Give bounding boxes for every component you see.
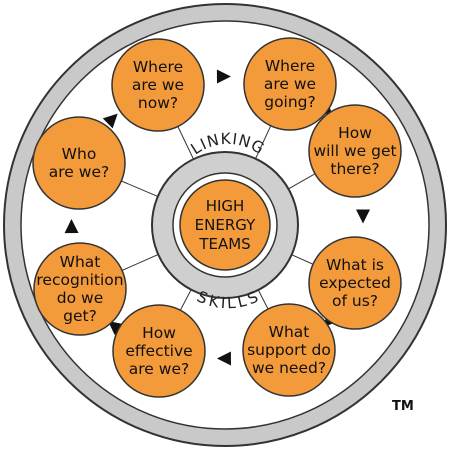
node-text-line: effective xyxy=(125,342,192,360)
flow-arrow-3 xyxy=(355,209,370,224)
node-text-line: How xyxy=(338,124,372,142)
flow-arrow-6 xyxy=(108,321,124,336)
node-circle xyxy=(111,38,205,132)
node-text-line: do we xyxy=(57,289,103,307)
node-circle xyxy=(33,242,127,336)
flow-arrow-5 xyxy=(216,351,231,366)
flow-arrow-1 xyxy=(216,69,231,84)
node-circle xyxy=(112,304,206,398)
node-text-line: there? xyxy=(330,160,379,178)
node-text-line: now? xyxy=(138,94,178,112)
node-text-line: are we xyxy=(132,76,184,94)
flow-arrow-8 xyxy=(102,113,118,129)
node-text-line: How xyxy=(142,324,176,342)
node-text-line: What xyxy=(60,253,101,271)
node-text-line: going? xyxy=(264,93,316,111)
center-label-line: ENERGY xyxy=(195,216,256,234)
node-circle xyxy=(308,236,402,330)
flow-arrow-7 xyxy=(64,219,79,234)
node-text-line: are we xyxy=(264,75,316,93)
node-text-line: get? xyxy=(63,307,97,325)
node-text-line: of us? xyxy=(332,292,378,310)
node-text-line: are we? xyxy=(129,360,189,378)
node-text-line: Where xyxy=(265,57,315,75)
center-label-line: TEAMS xyxy=(198,235,250,253)
node-text-line: we need? xyxy=(252,359,326,377)
node-text-line: Where xyxy=(133,58,183,76)
node-text-line: expected xyxy=(319,274,391,292)
node-circle xyxy=(242,303,336,397)
node-text-line: will we get xyxy=(313,142,396,160)
trademark-mark: TM xyxy=(392,399,414,414)
center-circle xyxy=(179,179,271,271)
node-circle xyxy=(243,37,337,131)
node-text-line: recognition xyxy=(36,271,123,289)
node-text-line: are we? xyxy=(49,163,109,181)
center-label-line: HIGH xyxy=(206,197,245,215)
node-circle xyxy=(308,104,402,198)
node-text-line: What xyxy=(269,323,310,341)
node-text-line: What is xyxy=(326,256,384,274)
node-text-line: Who xyxy=(62,145,97,163)
node-text-line: support do xyxy=(247,341,331,359)
node-circle xyxy=(32,116,126,210)
